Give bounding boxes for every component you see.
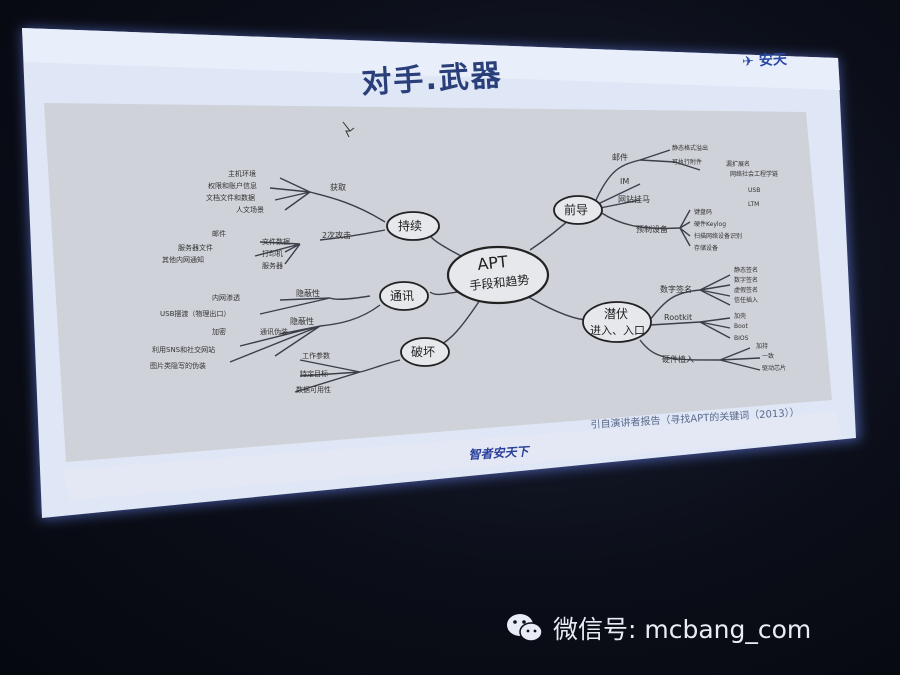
chixu-detail: 文档文件和数据: [206, 193, 255, 202]
qianfu-detail: 虚假签名: [734, 286, 758, 294]
chixu-detail: 文件数据: [262, 237, 290, 246]
pohuai-item: 特定目标: [300, 369, 328, 378]
footer-brand: 智者安天下: [468, 444, 529, 462]
center-label-1: APT: [476, 252, 508, 274]
branch-tongxun: 通讯: [390, 289, 414, 303]
qiandao-item: 预制设备: [636, 224, 668, 234]
qianfu-detail: 加壳: [734, 312, 746, 320]
center-node: [446, 245, 550, 305]
branch-qianfu: 潜伏: [604, 307, 628, 321]
tongxun-detail: 通讯伪装: [260, 327, 288, 336]
chixu-detail: 服务器: [262, 261, 283, 270]
chixu-item: 2次攻击: [322, 230, 351, 240]
pohuai-item: 数据可用性: [296, 385, 331, 394]
branch-pohuai: 破坏: [411, 344, 435, 359]
qianfu-detail: Boot: [734, 323, 748, 330]
qiandao-item: IM: [620, 177, 629, 186]
chixu-detail: 权限和账户信息: [208, 181, 257, 190]
qiandao-detail: 静态格式溢出: [672, 144, 708, 152]
qiandao-detail: 扫描网络设备识别: [694, 232, 742, 240]
qiandao-item: 网站挂马: [618, 194, 650, 204]
qianfu-detail: 静态签名: [734, 266, 758, 274]
qianfu-detail: 加持: [756, 342, 768, 350]
tongxun-detail: 内网渗透: [212, 293, 240, 302]
qiandao-detail: 网络社会工程学链: [730, 170, 778, 178]
mouse-cursor-icon: [342, 121, 355, 138]
qianfu-item: 硬件植入: [662, 354, 694, 364]
qianfu-item: Rootkit: [664, 313, 692, 322]
tongxun-detail: 加密: [212, 327, 226, 336]
tongxun-detail: USB摆渡（物理出口）: [160, 309, 230, 318]
qiandao-detail: 键盘码: [694, 208, 712, 216]
qiandao-detail: 漏扩展名: [726, 160, 750, 168]
tongxun-item: 隐蔽性: [290, 316, 314, 326]
qiandao-detail: 存储设备: [694, 244, 718, 252]
qiandao-item: 邮件: [612, 152, 628, 162]
branch-qiandao: 前导: [564, 202, 588, 217]
chixu-detail: 其他内网通知: [162, 255, 204, 264]
wechat-id-text: 微信号: mcbang_com: [553, 615, 812, 644]
center-label-2: 手段和趋势: [469, 272, 530, 293]
wechat-icon: [507, 614, 543, 642]
qianfu-detail: BIOS: [734, 335, 749, 342]
pohuai-item: 工作参数: [302, 351, 330, 360]
qianfu-detail: 数字签名: [734, 276, 758, 284]
qianfu-detail: 信任插入: [734, 296, 758, 304]
qiandao-detail: 可执行附件: [672, 158, 702, 166]
tongxun-detail: 利用SNS和社交网站: [152, 345, 215, 354]
chixu-detail: 人文场景: [236, 205, 264, 214]
chixu-detail: 服务器文件: [178, 243, 213, 252]
chixu-detail: 邮件: [212, 229, 226, 238]
qiandao-detail: 硬件Keylog: [694, 220, 726, 228]
qianfu-detail: 驱动芯片: [762, 364, 786, 372]
chixu-detail: 主机环境: [228, 169, 256, 178]
wechat-watermark: 微信号: mcbang_com: [505, 610, 811, 646]
chixu-detail: 打印机: [262, 249, 283, 258]
qiandao-detail: LTM: [748, 201, 759, 208]
tongxun-item: 隐蔽性: [296, 288, 320, 298]
qiandao-detail: USB: [748, 187, 760, 194]
chixu-item: 获取: [330, 182, 346, 192]
qianfu-item: 数字签名: [660, 284, 692, 294]
qianfu-detail: 一致: [762, 352, 774, 360]
tongxun-detail: 图片类隐写的伪装: [150, 361, 206, 370]
branch-qianfu-line2: 进入、入口: [590, 324, 645, 337]
branch-chixu: 持续: [398, 218, 422, 233]
